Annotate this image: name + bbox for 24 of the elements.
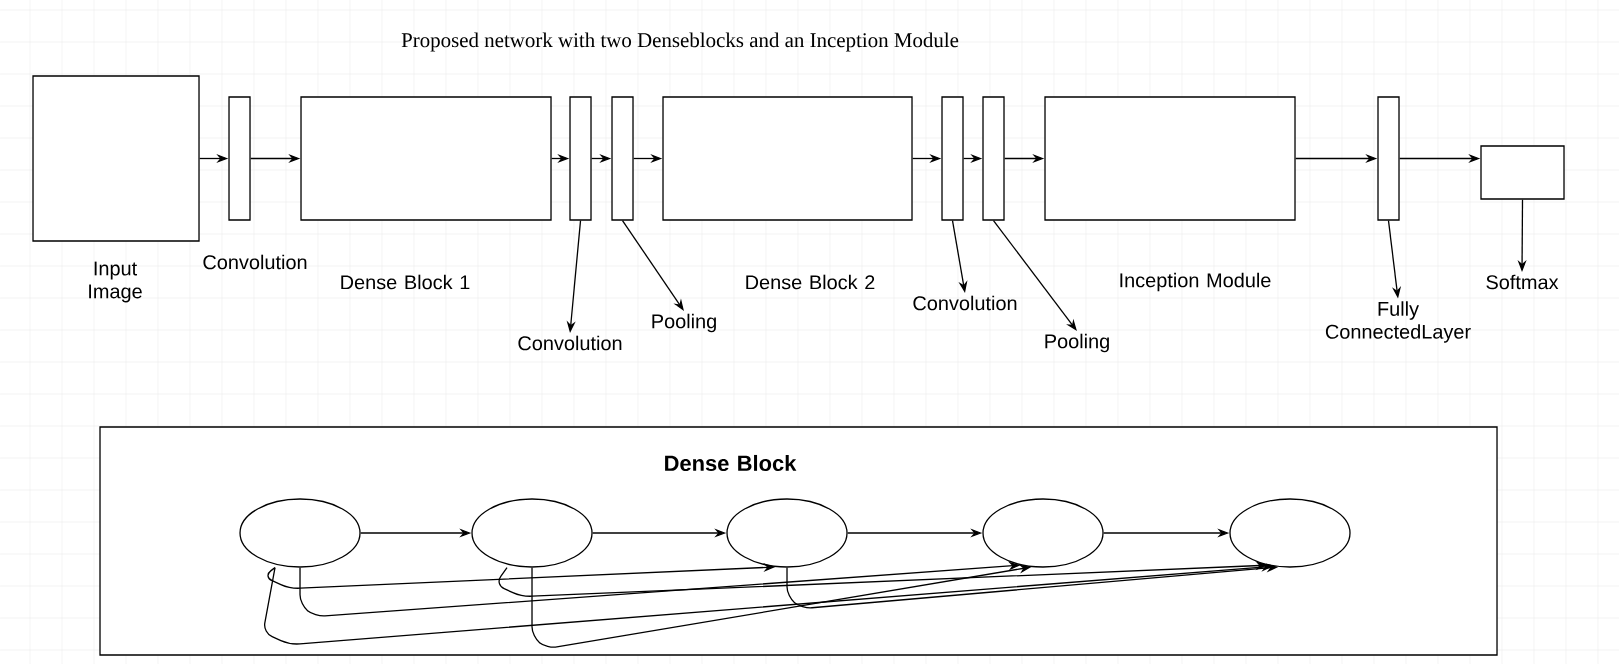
output-box: [1480, 145, 1565, 200]
layer-circle: [239, 498, 361, 568]
layer-label: Convolution: [913, 295, 1017, 311]
layer-label: Fully ConnectedLayer: [1325, 301, 1471, 343]
layer-bar: [982, 96, 1005, 221]
layer-label: Dense Block 1: [341, 274, 470, 290]
layer-label: Inception Module: [1120, 272, 1271, 292]
layer-label: Softmax: [1486, 274, 1559, 290]
layer-bar: [569, 96, 592, 221]
layer-circle: [726, 498, 848, 568]
layer-bar: [941, 96, 964, 221]
layer-circle: [982, 498, 1104, 568]
layer-bar: [1377, 96, 1400, 221]
layer-label: Convolution: [518, 335, 622, 351]
panel-title: Dense Block: [665, 454, 797, 472]
layer-label: Pooling: [652, 313, 716, 333]
layer-circle: [471, 498, 593, 568]
layer-label: Convolution: [203, 254, 307, 270]
layer-label: Dense Block 2: [746, 274, 875, 290]
title: Proposed network with two Denseblocks and an Inception Module: [401, 32, 959, 52]
layer-bar: [611, 96, 634, 221]
layer-label: Input Image: [89, 261, 142, 303]
layer-circle: [1229, 498, 1351, 568]
layer-label: Pooling: [1045, 333, 1109, 353]
